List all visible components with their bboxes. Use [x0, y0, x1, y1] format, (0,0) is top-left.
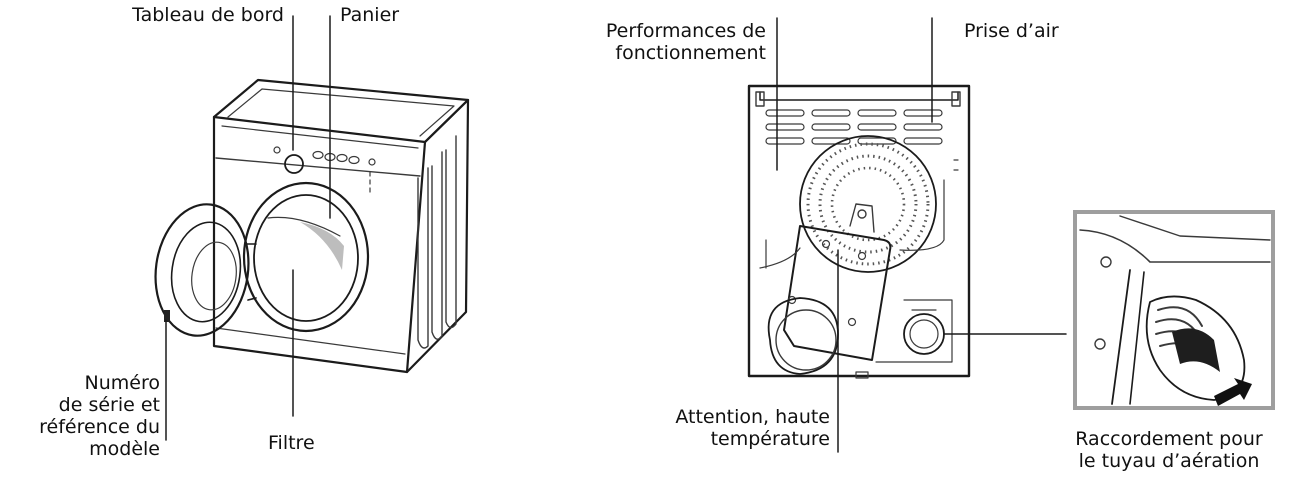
label-raccordement: Raccordement pour le tuyau d’aération	[1075, 428, 1263, 472]
air-intake-vents	[765, 109, 943, 145]
label-panier: Panier	[340, 4, 400, 26]
drum-opening	[242, 181, 370, 333]
dryer-top-panel	[212, 78, 470, 144]
dryer-side-panel	[405, 98, 470, 374]
label-numero-serie: Numéro de série et référence du modèle	[39, 372, 160, 460]
label-attention: Attention, haute température	[675, 406, 830, 450]
program-knob	[284, 154, 304, 174]
dryer-back-view	[747, 84, 971, 379]
detail-frame	[1073, 210, 1275, 410]
back-panel	[747, 84, 971, 378]
label-tableau-de-bord: Tableau de bord	[132, 4, 284, 26]
label-prise-air: Prise d’air	[964, 20, 1059, 42]
fan-cover	[799, 135, 937, 273]
serial-plate	[164, 310, 170, 322]
dryer-front-view	[154, 78, 470, 374]
dryer-door	[154, 203, 250, 337]
vent-hose-detail	[1073, 210, 1275, 410]
label-filtre: Filtre	[268, 432, 315, 454]
label-performances: Performances de fonctionnement	[605, 20, 766, 64]
dryer-front-face	[212, 115, 427, 374]
arrow-icon	[1214, 378, 1252, 406]
hose-clamp	[1172, 328, 1220, 372]
